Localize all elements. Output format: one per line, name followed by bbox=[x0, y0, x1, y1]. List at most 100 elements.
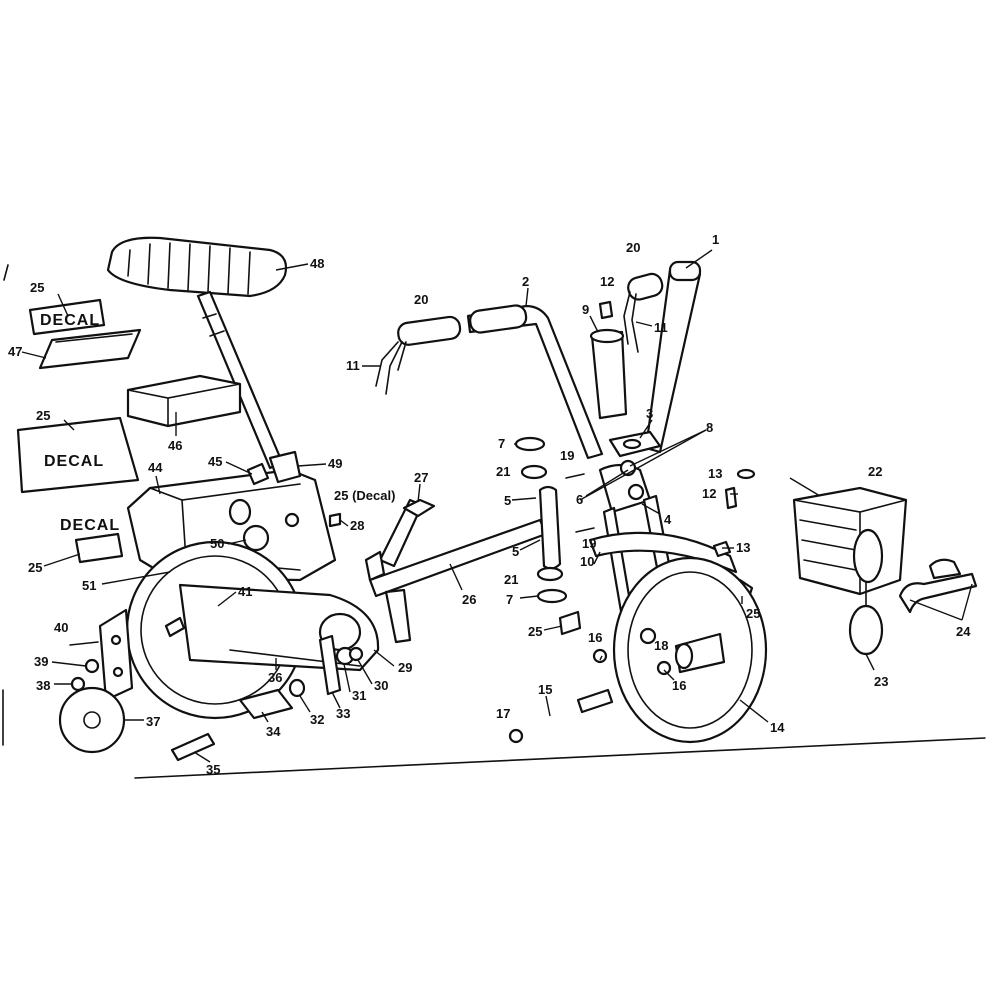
battery-box-body bbox=[126, 374, 242, 428]
lead-25a bbox=[57, 293, 69, 317]
horn-button bbox=[242, 524, 270, 552]
lead-41 bbox=[217, 591, 237, 607]
callout-13-upper: 13 bbox=[708, 466, 722, 481]
big-decal-label: DECAL bbox=[44, 453, 104, 470]
callout-30: 30 bbox=[374, 678, 388, 693]
cup-21-top bbox=[520, 464, 548, 480]
nut-32 bbox=[288, 678, 306, 698]
clamp-49 bbox=[268, 450, 302, 484]
lead-25c bbox=[43, 553, 81, 567]
lead-1 bbox=[685, 249, 713, 269]
stem-top bbox=[589, 328, 625, 344]
bolt-28 bbox=[328, 512, 342, 528]
basket-assembly bbox=[792, 486, 978, 656]
callout-1: 1 bbox=[712, 232, 719, 247]
grip-left bbox=[469, 304, 528, 334]
body-hole-2 bbox=[284, 512, 300, 528]
bracket-24 bbox=[898, 572, 978, 614]
streamers-11-left bbox=[375, 341, 407, 395]
lead-23 bbox=[865, 653, 875, 671]
reflector-bracket bbox=[38, 328, 142, 370]
handlebar-assembly bbox=[375, 260, 702, 460]
lead-22 bbox=[789, 477, 821, 497]
callout-16-right: 16 bbox=[672, 678, 686, 693]
lead-16b bbox=[663, 669, 675, 681]
lead-8a bbox=[629, 429, 707, 467]
spring-40 bbox=[164, 616, 186, 638]
callout-25-big-decal: 25 bbox=[36, 408, 50, 423]
lead-25f bbox=[543, 625, 563, 631]
callout-23: 23 bbox=[874, 674, 888, 689]
lead-33 bbox=[331, 691, 341, 709]
lead-24b bbox=[909, 599, 963, 621]
grip-end-1 bbox=[668, 260, 702, 282]
bolt-40 bbox=[69, 641, 99, 646]
callout-36: 36 bbox=[268, 670, 282, 685]
head-tube bbox=[538, 485, 562, 570]
lead-6 bbox=[585, 469, 629, 497]
callout-32: 32 bbox=[310, 712, 324, 727]
lead-26 bbox=[449, 563, 463, 591]
lead-27 bbox=[417, 483, 421, 503]
reflector-23 bbox=[848, 604, 884, 656]
clamp-45 bbox=[246, 462, 270, 486]
lead-47 bbox=[21, 351, 47, 359]
callout-38: 38 bbox=[36, 678, 50, 693]
ring-7-top bbox=[514, 436, 546, 452]
lead-15 bbox=[545, 695, 551, 717]
callout-19-upper: 19 bbox=[560, 448, 574, 463]
callout-5-lower: 5 bbox=[512, 544, 519, 559]
hub-end bbox=[674, 642, 694, 670]
callout-13-lower: 13 bbox=[736, 540, 750, 555]
rear-wheel-assembly bbox=[125, 540, 380, 720]
seat bbox=[106, 236, 288, 298]
frame-lug bbox=[384, 588, 412, 644]
lead-5b bbox=[519, 539, 541, 551]
ground-line bbox=[134, 737, 986, 779]
clamp-hole bbox=[622, 438, 642, 450]
callout-24: 24 bbox=[956, 624, 971, 639]
callout-10: 10 bbox=[580, 554, 594, 569]
callout-26: 26 bbox=[462, 592, 476, 607]
callout-21-upper: 21 bbox=[496, 464, 510, 479]
callout-2: 2 bbox=[522, 274, 529, 289]
callout-labels: 1 2 3 4 5 5 6 7 7 8 9 10 11 11 12 12 13 … bbox=[8, 232, 971, 777]
big-decal-group: DECAL bbox=[16, 416, 140, 494]
callout-27: 27 bbox=[414, 470, 428, 485]
callout-12-upper: 12 bbox=[600, 274, 614, 289]
lead-25b bbox=[63, 419, 75, 431]
frame-tube bbox=[364, 498, 548, 644]
pedal-34 bbox=[238, 688, 294, 720]
callout-37: 37 bbox=[146, 714, 160, 729]
lead-2 bbox=[525, 287, 529, 307]
side-decal-group: DECAL bbox=[60, 517, 124, 564]
front-wheel-assembly bbox=[508, 556, 768, 744]
callout-22: 22 bbox=[868, 464, 882, 479]
callout-14: 14 bbox=[770, 720, 785, 735]
bracket-hole-2 bbox=[112, 666, 124, 678]
callout-25-upper-decal: 25 bbox=[30, 280, 44, 295]
training-wheel-tire bbox=[58, 686, 126, 754]
callout-16-left: 16 bbox=[588, 630, 602, 645]
callout-44: 44 bbox=[148, 460, 163, 475]
front-fender-10 bbox=[588, 531, 738, 574]
big-decal bbox=[16, 416, 140, 494]
callout-40: 40 bbox=[54, 620, 68, 635]
callout-20-right: 20 bbox=[626, 240, 640, 255]
callout-11-left: 11 bbox=[346, 358, 360, 373]
grip-20-right bbox=[627, 272, 664, 301]
lead-49 bbox=[297, 463, 327, 467]
callout-12-lower: 12 bbox=[702, 486, 716, 501]
callout-49: 49 bbox=[328, 456, 342, 471]
callout-8: 8 bbox=[706, 420, 713, 435]
edge-tick bbox=[3, 264, 9, 281]
lead-39 bbox=[51, 661, 87, 667]
lead-45 bbox=[225, 461, 253, 475]
nut-17 bbox=[508, 728, 524, 744]
pin-19-top bbox=[565, 473, 585, 479]
lead-44 bbox=[155, 475, 161, 495]
fasteners bbox=[712, 468, 756, 558]
side-decal-tab bbox=[74, 532, 124, 564]
callout-34: 34 bbox=[266, 724, 281, 739]
